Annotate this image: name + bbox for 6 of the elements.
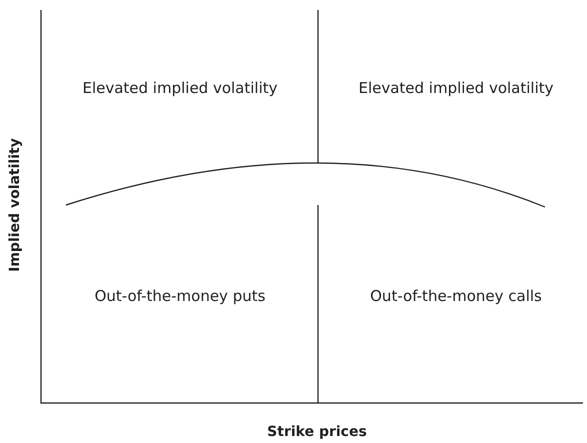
region-label: Out-of-the-money puts <box>94 286 266 306</box>
region-label: Elevated implied volatility <box>81 78 279 98</box>
axis-label: Implied volatility <box>6 137 24 274</box>
axis-label: Strike prices <box>266 423 368 441</box>
region-label: Out-of-the-money calls <box>369 286 543 306</box>
region-label: Elevated implied volatility <box>357 78 555 98</box>
